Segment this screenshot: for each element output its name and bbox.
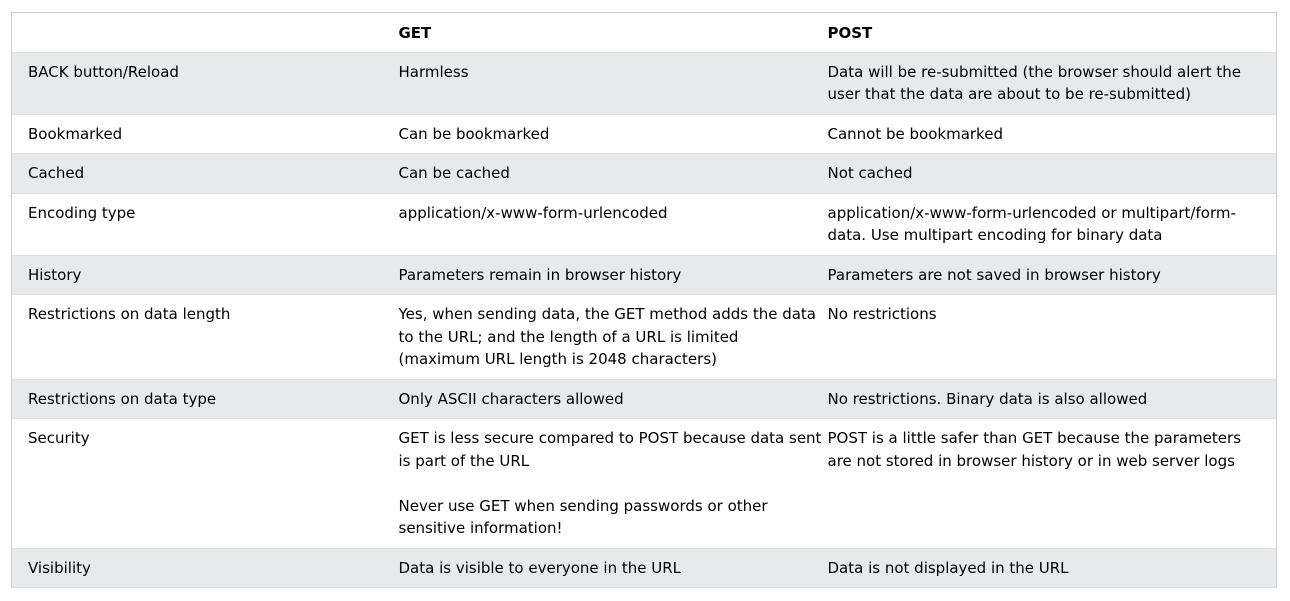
get-cell: Harmless (381, 52, 824, 115)
get-cell: Parameters remain in browser history (381, 255, 824, 295)
post-cell: Cannot be bookmarked (823, 114, 1277, 154)
header-get: GET (381, 12, 824, 53)
header-empty (11, 12, 382, 53)
comparison-table-container: GET POST BACK button/Reload Harmless Dat… (11, 12, 1277, 588)
row-label: Restrictions on data type (11, 379, 382, 419)
table-row: Restrictions on data type Only ASCII cha… (11, 379, 1277, 419)
post-cell: Data is not displayed in the URL (823, 548, 1277, 588)
get-cell: Yes, when sending data, the GET method a… (381, 294, 824, 380)
table-row: BACK button/Reload Harmless Data will be… (11, 52, 1277, 115)
row-label: Visibility (11, 548, 382, 588)
table-row: History Parameters remain in browser his… (11, 255, 1277, 295)
row-label: Restrictions on data length (11, 294, 382, 380)
post-cell: Not cached (823, 153, 1277, 194)
row-label: BACK button/Reload (11, 52, 382, 115)
table-row: Encoding type application/x-www-form-url… (11, 193, 1277, 256)
get-cell: Data is visible to everyone in the URL (381, 548, 824, 588)
get-cell: Can be bookmarked (381, 114, 824, 154)
post-cell: No restrictions (823, 294, 1277, 380)
post-cell: application/x-www-form-urlencoded or mul… (823, 193, 1277, 256)
table-row: Visibility Data is visible to everyone i… (11, 548, 1277, 588)
table-row: Cached Can be cached Not cached (11, 153, 1277, 194)
get-cell: Only ASCII characters allowed (381, 379, 824, 419)
row-label: Bookmarked (11, 114, 382, 154)
table-header-row: GET POST (11, 12, 1277, 53)
get-post-comparison-table: GET POST BACK button/Reload Harmless Dat… (11, 12, 1277, 588)
paragraph-gap (399, 472, 822, 495)
table-row: Security GET is less secure compared to … (11, 418, 1277, 549)
get-cell: application/x-www-form-urlencoded (381, 193, 824, 256)
table-row: Restrictions on data length Yes, when se… (11, 294, 1277, 380)
row-label: Security (11, 418, 382, 549)
post-cell: POST is a little safer than GET because … (823, 418, 1277, 549)
row-label: Cached (11, 153, 382, 194)
get-cell: Can be cached (381, 153, 824, 194)
post-cell: Parameters are not saved in browser hist… (823, 255, 1277, 295)
row-label: Encoding type (11, 193, 382, 256)
get-security-text: GET is less secure compared to POST beca… (398, 429, 822, 470)
get-security-warning: Never use GET when sending passwords or … (398, 496, 768, 538)
table-row: Bookmarked Can be bookmarked Cannot be b… (11, 114, 1277, 154)
header-post: POST (823, 12, 1277, 53)
post-cell: Data will be re-submitted (the browser s… (823, 52, 1277, 115)
post-cell: No restrictions. Binary data is also all… (823, 379, 1277, 419)
row-label: History (11, 255, 382, 295)
get-cell: GET is less secure compared to POST beca… (381, 418, 824, 549)
